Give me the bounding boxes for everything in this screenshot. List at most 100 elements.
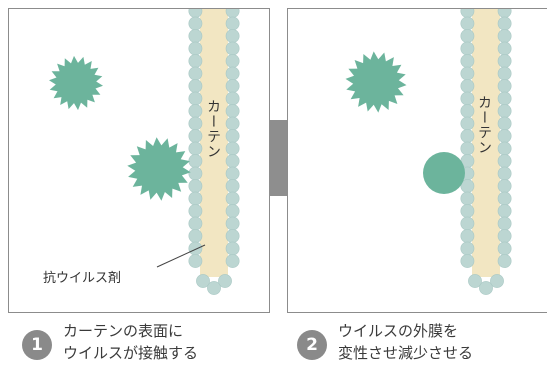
- antiviral-bead: [460, 41, 475, 56]
- antiviral-bead: [225, 29, 240, 43]
- virus-fragment: [438, 123, 446, 132]
- antiviral-bead: [468, 274, 482, 288]
- antiviral-bead: [497, 66, 512, 81]
- virus-fragment: [401, 147, 409, 156]
- antiviral-bead: [225, 191, 240, 206]
- antiviral-bead: [460, 191, 475, 206]
- antiviral-bead: [188, 166, 203, 181]
- antiviral-bead: [188, 54, 203, 68]
- panel-virus-contact: カーテン 抗ウイルス剤: [8, 8, 270, 313]
- antiviral-bead: [188, 254, 203, 268]
- antiviral-bead: [225, 54, 240, 68]
- antiviral-bead: [225, 254, 240, 268]
- virus-particle: [43, 55, 109, 111]
- step-1-caption: 1 カーテンの表面に ウイルスが接触する: [22, 320, 198, 370]
- antiviral-bead: [460, 129, 475, 143]
- step-number-badge: 2: [297, 330, 327, 360]
- antiviral-bead: [188, 116, 203, 131]
- antiviral-bead: [188, 129, 203, 143]
- antiviral-bead: [497, 79, 512, 93]
- antiviral-bead: [497, 54, 512, 68]
- antiviral-bead: [497, 204, 512, 218]
- antiviral-bead: [497, 229, 512, 243]
- denatured-virus-core: [423, 152, 465, 194]
- virus-fragment: [417, 200, 426, 209]
- antiviral-bead: [490, 274, 504, 288]
- antiviral-bead: [188, 229, 203, 243]
- antiviral-bead: [497, 116, 512, 131]
- antiviral-bead: [225, 116, 240, 131]
- virus-fragment: [392, 178, 402, 186]
- antiviral-bead: [188, 216, 203, 231]
- antiviral-bead: [188, 204, 203, 218]
- antiviral-bead: [497, 154, 512, 168]
- antiviral-bead: [188, 29, 203, 43]
- step-text: ウイルスの外膜を 変性させ減少させる: [338, 320, 473, 364]
- caption-line: ウイルスの外膜を: [338, 322, 459, 340]
- virus-fragment: [440, 214, 449, 223]
- antiviral-bead: [460, 116, 475, 131]
- virus-fragment: [403, 163, 411, 172]
- antiviral-bead: [460, 141, 475, 156]
- antiviral-bead: [218, 274, 232, 288]
- antiviral-bead: [497, 41, 512, 56]
- antiviral-bead: [460, 29, 475, 43]
- antiviral-bead: [225, 241, 240, 256]
- step-2-caption: 2 ウイルスの外膜を 変性させ減少させる: [297, 320, 473, 370]
- antiviral-bead: [497, 216, 512, 231]
- antiviral-bead: [225, 216, 240, 231]
- virus-fragment: [408, 130, 417, 139]
- antiviral-bead: [188, 141, 203, 156]
- antiviral-bead: [225, 16, 240, 31]
- antiviral-bead: [460, 204, 475, 218]
- antiviral-bead: [225, 204, 240, 218]
- antiviral-bead: [497, 129, 512, 143]
- antiviral-bead: [196, 274, 210, 288]
- curtain-fabric: [200, 9, 228, 277]
- antiviral-bead: [460, 54, 475, 68]
- antiviral-bead: [460, 104, 475, 118]
- antiviral-bead: [225, 41, 240, 56]
- antiviral-bead: [460, 16, 475, 31]
- antiviral-bead: [188, 104, 203, 118]
- caption-line: 変性させ減少させる: [338, 344, 474, 362]
- antiviral-bead: [497, 179, 512, 193]
- antiviral-bead: [497, 29, 512, 43]
- antiviral-bead: [225, 91, 240, 106]
- panel-virus-denatured: カーテン: [287, 8, 547, 313]
- antiviral-bead: [188, 91, 203, 106]
- antiviral-bead: [497, 104, 512, 118]
- virus-fragment: [402, 192, 411, 201]
- antiviral-bead: [225, 179, 240, 193]
- antiviral-bead: [497, 241, 512, 256]
- antiviral-bead: [479, 281, 493, 295]
- virus-body: [49, 55, 103, 111]
- antiviral-agent-label: 抗ウイルス剤: [43, 271, 122, 286]
- antiviral-bead: [460, 91, 475, 106]
- antiviral-bead: [188, 191, 203, 206]
- antiviral-bead: [460, 66, 475, 81]
- antiviral-bead: [188, 241, 203, 256]
- panel-1-illustration: [43, 9, 240, 295]
- antiviral-bead: [460, 229, 475, 243]
- antiviral-bead: [497, 166, 512, 181]
- antiviral-bead: [225, 79, 240, 93]
- curtain-label: カーテン: [205, 99, 221, 159]
- virus-particle: [120, 137, 198, 201]
- antiviral-bead: [497, 141, 512, 156]
- curtain-fabric: [472, 9, 500, 277]
- step-number-badge: 1: [22, 330, 52, 360]
- caption-line: カーテンの表面に: [63, 322, 184, 340]
- antiviral-bead: [460, 241, 475, 256]
- panel-2-illustration: [338, 9, 512, 295]
- antiviral-bead: [497, 191, 512, 206]
- virus-body: [127, 137, 191, 201]
- step-text: カーテンの表面に ウイルスが接触する: [63, 320, 198, 364]
- antiviral-bead: [225, 129, 240, 143]
- antiviral-bead: [460, 216, 475, 231]
- antiviral-bead: [225, 166, 240, 181]
- antiviral-bead: [188, 179, 203, 193]
- antiviral-bead: [188, 79, 203, 93]
- antiviral-bead: [497, 16, 512, 31]
- curtain-label: カーテン: [476, 95, 492, 155]
